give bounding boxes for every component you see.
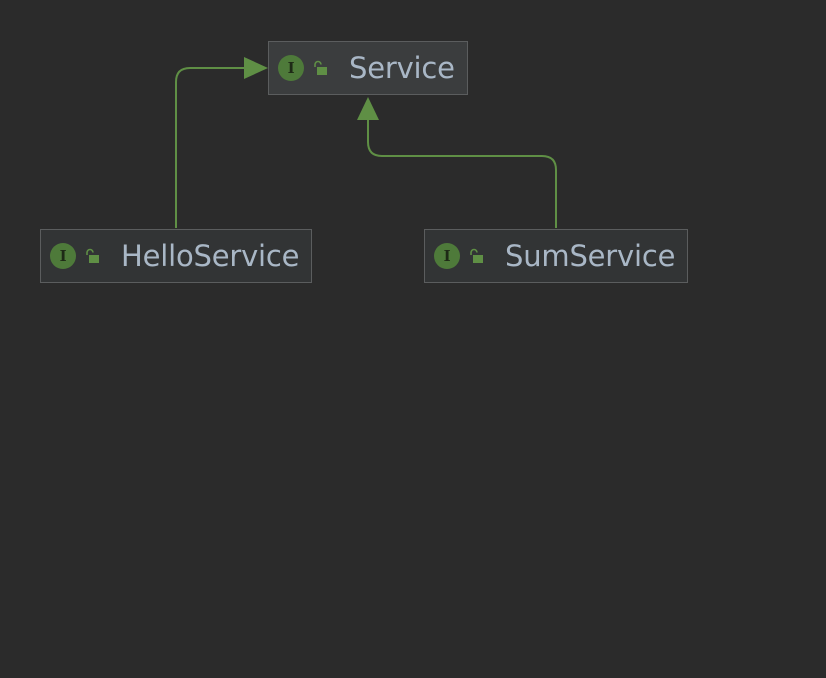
node-label: HelloService <box>121 239 300 273</box>
open-lock-icon <box>86 248 99 263</box>
interface-badge-icon: I <box>278 55 304 81</box>
node-service[interactable]: I Service <box>268 41 468 95</box>
interface-badge-icon: I <box>50 243 76 269</box>
open-lock-icon <box>470 248 483 263</box>
arrowhead-sum-to-service <box>357 97 379 120</box>
arrowhead-hello-to-service <box>244 57 268 79</box>
node-label: SumService <box>505 239 676 273</box>
node-sum-service[interactable]: I SumService <box>424 229 688 283</box>
interface-badge-icon: I <box>434 243 460 269</box>
node-hello-service[interactable]: I HelloService <box>40 229 312 283</box>
open-lock-icon <box>314 60 327 75</box>
edge-sum-to-service <box>367 118 557 228</box>
node-label: Service <box>349 51 455 85</box>
edge-hello-to-service <box>175 67 246 228</box>
